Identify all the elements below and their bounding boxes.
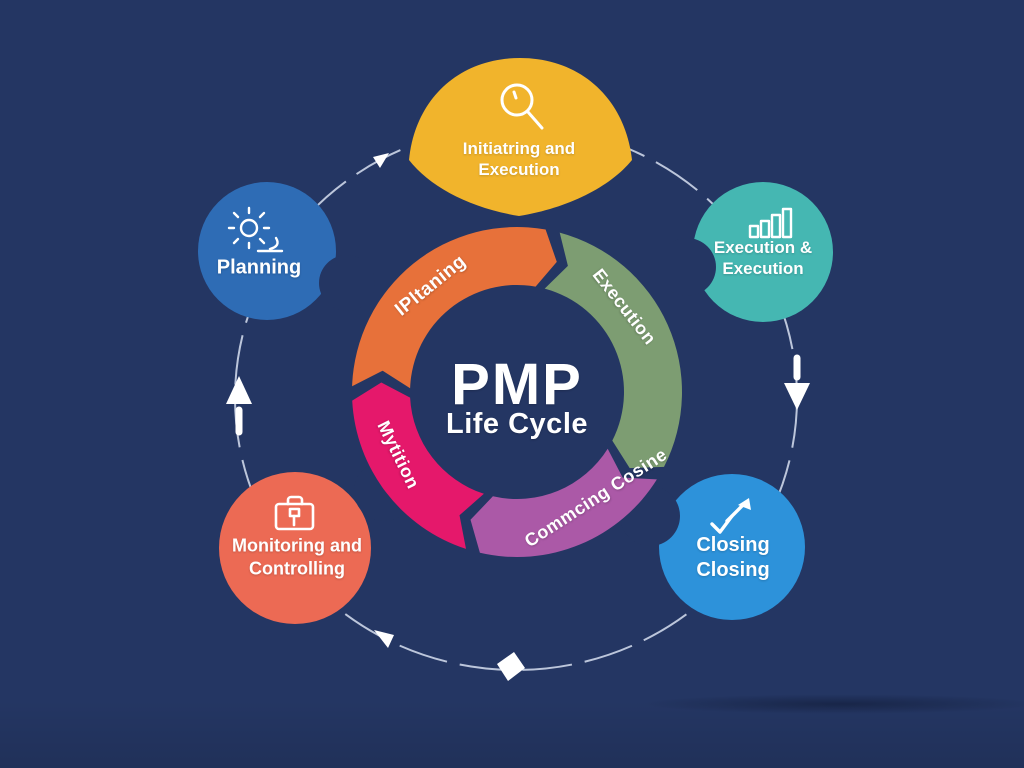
bar-chart-icon (748, 207, 793, 239)
node-initiating-label-line2: Execution (478, 160, 560, 179)
ring-segment-orange (352, 227, 557, 389)
node-planning-label-line1: Planning (216, 256, 302, 279)
briefcase-icon (274, 495, 315, 531)
ring-segment-purple (470, 448, 657, 558)
node-monitoring-label: Monitoring and Controlling (232, 535, 362, 580)
node-closing-label-line1: Closing (696, 534, 770, 556)
node-execution-shape (693, 182, 833, 322)
node-execution-label-line2: Execution (722, 259, 804, 278)
connector-arrow-left-icon (226, 376, 252, 436)
node-monitoring-label-line2: Controlling (249, 558, 345, 578)
node-execution-label: Execution & Execution (714, 237, 812, 280)
node-execution-notch (658, 238, 716, 296)
magnifier-icon (500, 83, 544, 130)
connector-arrow-right-icon (784, 354, 810, 410)
node-execution-label-line1: Execution & (713, 237, 813, 257)
node-planning-notch (319, 255, 375, 311)
connector-arrowhead-bottom-left-icon (374, 630, 394, 648)
node-initiating-label-line1: Initiatring and (462, 138, 576, 158)
node-initiating-label: Initiatring and Execution (463, 138, 575, 181)
ring-segment-pink (352, 382, 484, 549)
trend-arrow-icon (710, 498, 751, 534)
node-monitoring-label-line1: Monitoring and (232, 535, 362, 556)
connector-arrowhead-top-left-icon (373, 153, 389, 168)
node-monitoring-shape (219, 472, 371, 624)
ring-center-subtitle: Life Cycle (446, 407, 588, 440)
node-closing-label-line2: Closing (696, 559, 770, 581)
node-initiating-shape (409, 58, 632, 216)
connector-diamond-marker-icon (497, 652, 525, 681)
node-closing-label: Closing Closing (696, 533, 769, 583)
node-closing-shape (659, 474, 805, 620)
node-planning-label: Planning (217, 256, 301, 281)
floor-shadow (640, 694, 1024, 714)
bottom-fade (0, 700, 1024, 768)
ring-center-title: PMP (451, 351, 583, 417)
ring-segment-green (544, 232, 682, 469)
sun-icon (227, 206, 284, 253)
